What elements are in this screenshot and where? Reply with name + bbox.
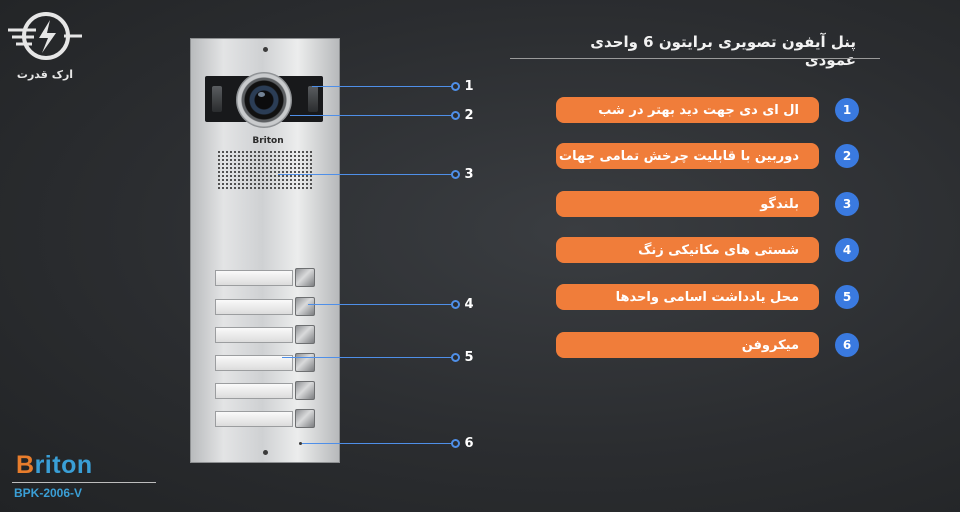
callout-dot-2 <box>451 111 460 120</box>
callout-number-6: 6 <box>464 436 474 451</box>
feature-badge-2: 2 <box>835 144 859 168</box>
name-slot <box>215 411 293 427</box>
name-slot <box>215 270 293 286</box>
name-slot <box>215 355 293 371</box>
led-right <box>308 86 318 112</box>
led-left <box>212 86 222 112</box>
feature-badge-3: 3 <box>835 192 859 216</box>
camera-lens <box>236 72 292 128</box>
feature-label: بلندگو <box>760 196 799 212</box>
callout-line-3 <box>278 174 454 175</box>
feature-badge-4: 4 <box>835 238 859 262</box>
feature-name-slots: محل یادداشت اسامی واحدها <box>556 284 819 310</box>
callout-dot-5 <box>451 353 460 362</box>
name-slot <box>215 299 293 315</box>
callout-line-1 <box>312 86 454 87</box>
callout-number-1: 1 <box>464 79 474 94</box>
feature-label: دوربین با قابلیت چرخش تمامی جهات <box>559 148 799 164</box>
model-code: BPK-2006-V <box>14 486 83 500</box>
call-button[interactable] <box>295 353 315 372</box>
feature-label: شستی های مکانیکی زنگ <box>638 242 799 258</box>
name-slot <box>215 327 293 343</box>
feature-microphone: میکروفن <box>556 332 819 358</box>
feature-camera: دوربین با قابلیت چرخش تمامی جهات <box>556 143 819 169</box>
briton-logo: Briton <box>16 451 93 480</box>
name-slot <box>215 383 293 399</box>
panel-brand-label: Briton <box>252 136 284 146</box>
briton-logo-rest: riton <box>34 451 93 479</box>
feature-led: ال ای دی جهت دید بهتر در شب <box>556 97 819 123</box>
brand-divider <box>12 482 156 483</box>
callout-line-6 <box>302 443 454 444</box>
feature-label: ال ای دی جهت دید بهتر در شب <box>598 102 799 118</box>
callout-number-5: 5 <box>464 350 474 365</box>
briton-logo-initial: B <box>16 451 35 479</box>
callout-line-4 <box>308 304 454 305</box>
callout-number-3: 3 <box>464 167 474 182</box>
call-button[interactable] <box>295 381 315 400</box>
callout-dot-1 <box>451 82 460 91</box>
microphone-hole <box>299 442 302 445</box>
feature-call-buttons: شستی های مکانیکی زنگ <box>556 237 819 263</box>
feature-label: میکروفن <box>741 337 799 353</box>
callout-dot-3 <box>451 170 460 179</box>
callout-dot-4 <box>451 300 460 309</box>
feature-badge-5: 5 <box>835 285 859 309</box>
feature-badge-6: 6 <box>835 333 859 357</box>
title-divider <box>510 58 880 59</box>
call-button[interactable] <box>295 297 315 316</box>
feature-label: محل یادداشت اسامی واحدها <box>615 289 799 305</box>
callout-number-2: 2 <box>464 108 474 123</box>
feature-speaker: بلندگو <box>556 191 819 217</box>
logo-text: ارک قدرت <box>16 68 74 81</box>
top-screw-hole <box>263 47 268 52</box>
ark-ghodrat-logo <box>8 12 82 60</box>
bottom-screw-hole <box>263 450 268 455</box>
feature-badge-1: 1 <box>835 98 859 122</box>
page-title: پنل آیفون تصویری برایتون 6 واحدی عمودی <box>590 33 856 69</box>
callout-line-2 <box>290 115 454 116</box>
call-button[interactable] <box>295 268 315 287</box>
call-button[interactable] <box>295 409 315 428</box>
callout-line-5 <box>282 357 454 358</box>
speaker-grille <box>217 150 312 190</box>
callout-dot-6 <box>451 439 460 448</box>
call-button[interactable] <box>295 325 315 344</box>
callout-number-4: 4 <box>464 297 474 312</box>
